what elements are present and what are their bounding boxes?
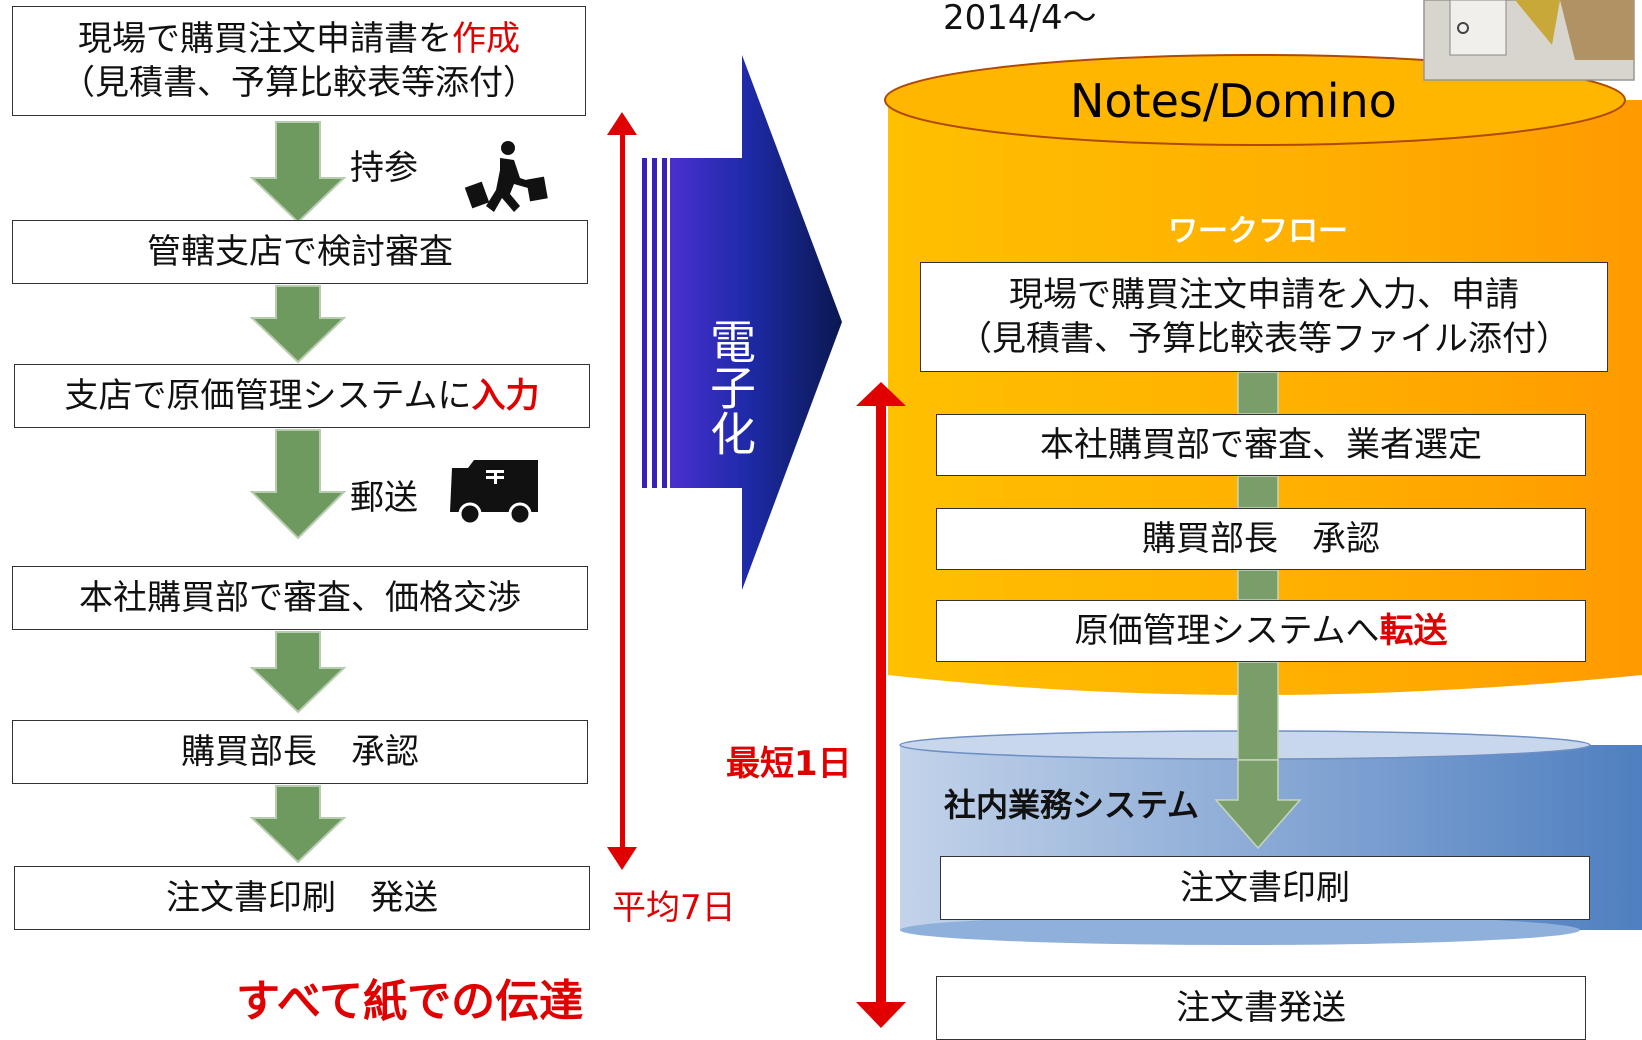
before-step-1-line1: 現場で購買注文申請書を作成 [78, 17, 520, 61]
before-step-3-emphasis: 入力 [471, 375, 540, 416]
after-send-step: 注文書発送 [936, 976, 1586, 1040]
before-step-3: 支店で原価管理システムに入力 [14, 364, 590, 428]
after-print-step: 注文書印刷 [940, 856, 1590, 920]
before-step-2: 管轄支店で検討審査 [12, 220, 588, 284]
before-step-3-text: 支店で原価管理システムに [64, 375, 472, 416]
workflow-label: ワークフロー [1168, 214, 1348, 249]
running-person-icon [460, 141, 556, 220]
internal-system-label: 社内業務システム [944, 786, 1200, 824]
before-step-1-line2: （見積書、予算比較表等添付） [61, 63, 537, 103]
laptop-person-icon [1423, 0, 1635, 81]
duration-before-label: 平均7日 [612, 888, 736, 928]
before-step-5: 購買部長 承認 [12, 720, 588, 784]
duration-bracket-before [607, 112, 637, 870]
digitization-arrow [642, 55, 842, 590]
flow-arrow-4 [249, 631, 347, 714]
transfer-label-mail: 郵送 [350, 478, 418, 518]
before-step-4: 本社購買部で審査、価格交渉 [12, 566, 588, 630]
after-step-4: 原価管理システムへ転送 [936, 600, 1586, 662]
flow-arrow-3 [249, 429, 347, 540]
flow-arrow-2 [249, 285, 347, 364]
after-step-4-text: 原価管理システムへ [1074, 610, 1380, 651]
after-step-2: 本社購買部で審査、業者選定 [936, 414, 1586, 476]
after-step-4-emphasis: 転送 [1379, 610, 1448, 651]
transfer-label-carry: 持参 [350, 148, 418, 188]
after-step-1-line1: 現場で購買注文申請を入力、申請 [1009, 274, 1519, 315]
start-date: 2014/4～ [943, 0, 1097, 38]
duration-bracket-after [856, 382, 906, 1028]
before-step-1-emphasis: 作成 [452, 18, 520, 59]
paper-caption: すべて紙での伝達 [236, 976, 584, 1027]
digitization-label: 電子化 [703, 318, 757, 456]
db-title: Notes/Domino [1070, 74, 1397, 128]
after-step-1: 現場で購買注文申請を入力、申請 （見積書、予算比較表等ファイル添付） [920, 262, 1608, 372]
before-step-6: 注文書印刷 発送 [14, 866, 590, 930]
after-step-1-line2: （見積書、予算比較表等ファイル添付） [958, 319, 1570, 359]
before-step-1: 現場で購買注文申請書を作成 （見積書、予算比較表等添付） [12, 6, 586, 116]
flow-arrow-1 [249, 121, 347, 224]
after-step-3: 購買部長 承認 [936, 508, 1586, 570]
mail-truck-icon [434, 450, 550, 550]
before-step-1-text: 現場で購買注文申請書を [78, 18, 452, 59]
flow-arrow-5 [249, 785, 347, 864]
duration-after-label: 最短1日 [726, 744, 852, 784]
